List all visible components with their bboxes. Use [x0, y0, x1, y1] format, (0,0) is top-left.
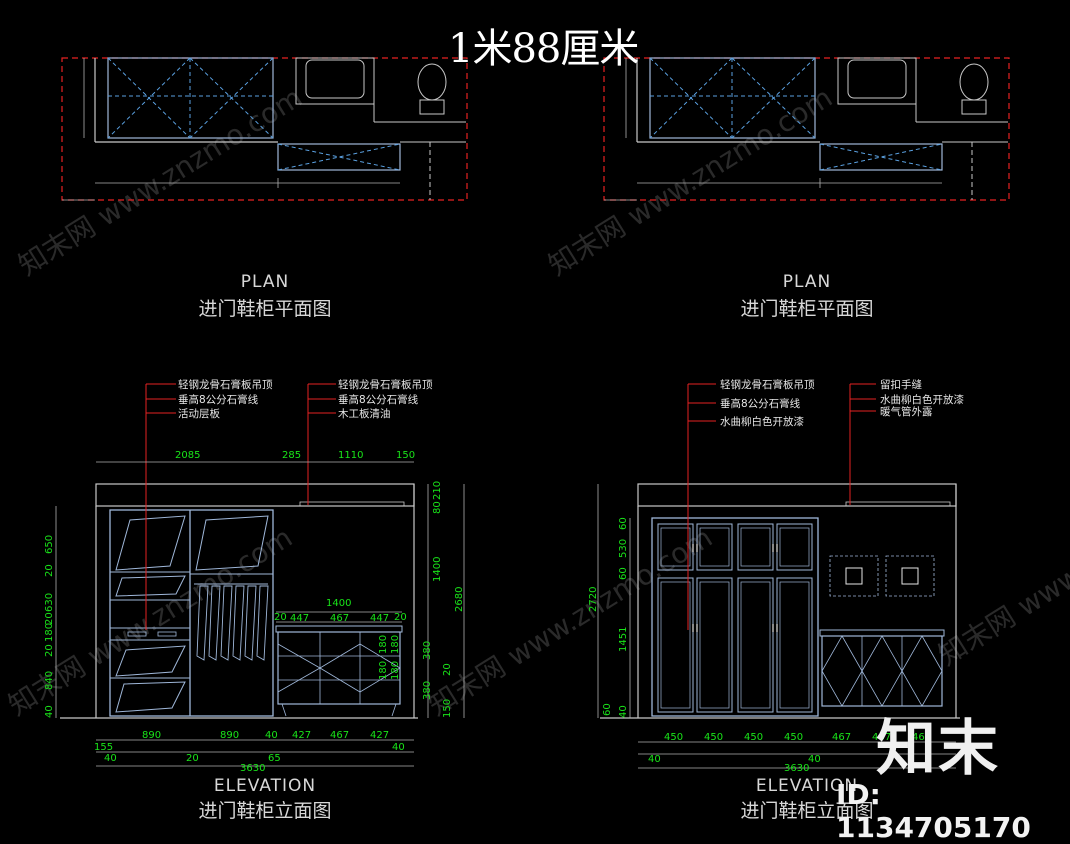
note-text: 水曲柳白色开放漆 [720, 416, 804, 428]
dim-text: 467 [872, 732, 891, 743]
note-text: 垂高8公分石膏线 [178, 394, 259, 406]
dim-text: 890 [142, 730, 161, 741]
plan-label-zh: 进门鞋柜平面图 [198, 298, 332, 320]
dim-text: 450 [664, 732, 683, 743]
note-text: 暖气管外露 [880, 406, 933, 418]
dim-text: 40 [618, 705, 629, 718]
dim-text: 285 [282, 450, 301, 461]
dim-text: 40 [44, 705, 55, 718]
note-text: 垂高8公分石膏线 [338, 394, 419, 406]
note-text: 轻钢龙骨石膏板吊顶 [178, 379, 273, 391]
dim-text: 40 [104, 753, 117, 764]
elevation-label-zh: 进门鞋柜立面图 [198, 800, 332, 822]
dim-text: 20 [186, 753, 199, 764]
dim-text: 180 [378, 635, 389, 654]
dim-text: 3630 [784, 763, 809, 774]
dim-text: 180 [378, 661, 389, 680]
dim-text: 40 [392, 742, 405, 753]
dim-text: 1400 [326, 598, 351, 609]
dim-text: 60 [618, 567, 629, 580]
dim-text: 1400 [432, 557, 443, 582]
dim-text: 80 [432, 501, 443, 514]
dim-text: 840 [44, 671, 55, 690]
dim-text: 180 [44, 623, 55, 642]
plan-label-en: PLAN [240, 272, 290, 292]
dim-text: 467 [912, 732, 931, 743]
dim-text: 20 [394, 612, 407, 623]
dim-text: 150 [442, 699, 453, 718]
page-title: 1米88厘米 [448, 26, 639, 72]
note-text: 留扣手缝 [880, 379, 922, 391]
dim-text: 150 [396, 450, 415, 461]
dim-text: 890 [220, 730, 239, 741]
dim-text: 20 [44, 644, 55, 657]
dim-text: 447 [290, 613, 309, 624]
dim-text: 450 [784, 732, 803, 743]
dim-text: 20 [44, 564, 55, 577]
dim-text: 427 [370, 730, 389, 741]
dim-text: 40 [648, 754, 661, 765]
note-text: 垂高8公分石膏线 [720, 398, 801, 410]
plan-label-zh: 进门鞋柜平面图 [740, 298, 874, 320]
right-elev-dims: 60 530 60 1451 60 40 2720 450 450 450 45… [588, 517, 931, 774]
dim-text: 450 [744, 732, 763, 743]
dim-text: 20 [442, 663, 453, 676]
dim-text: 180 [390, 661, 401, 680]
note-text: 水曲柳白色开放漆 [880, 394, 964, 406]
dim-text: 60 [602, 703, 613, 716]
dim-text: 2720 [588, 587, 599, 612]
dim-text: 467 [330, 613, 349, 624]
elevation-label-en: ELEVATION [755, 776, 859, 796]
plan-label-en: PLAN [782, 272, 832, 292]
dim-text: 155 [94, 742, 113, 753]
note-text: 木工板清油 [338, 408, 391, 420]
brand-logo: 知末 [876, 714, 1000, 784]
dim-text: 210 [432, 481, 443, 500]
dim-text: 1110 [338, 450, 363, 461]
dim-text: 380 [422, 641, 433, 660]
note-text: 轻钢龙骨石膏板吊顶 [338, 379, 433, 391]
dim-text: 450 [704, 732, 723, 743]
dim-text: 60 [618, 517, 629, 530]
note-text: 活动层板 [178, 408, 220, 420]
dim-text: 2680 [454, 587, 465, 612]
dim-text: 40 [265, 730, 278, 741]
dim-text: 1451 [618, 627, 629, 652]
elevation-left [55, 383, 465, 767]
dim-text: 2085 [175, 450, 200, 461]
dim-text: 65 [268, 753, 281, 764]
dim-text: 467 [330, 730, 349, 741]
dim-text: 530 [618, 539, 629, 558]
dim-text: 630 [44, 593, 55, 612]
dim-text: 380 [422, 681, 433, 700]
dim-text: 20 [44, 612, 55, 625]
dim-text: 650 [44, 535, 55, 554]
dim-text: 427 [292, 730, 311, 741]
dim-text: 180 [390, 635, 401, 654]
left-elev-dims: 2085 285 1110 150 650 20 630 20 180 20 8… [44, 450, 465, 774]
elevation-label-zh: 进门鞋柜立面图 [740, 800, 874, 822]
plan-right [603, 57, 1010, 201]
dim-text: 3630 [240, 763, 265, 774]
dim-text: 447 [370, 613, 389, 624]
dim-text: 40 [808, 754, 821, 765]
dim-text: 20 [274, 612, 287, 623]
plan-left [61, 57, 468, 201]
image-id: ID: 1134705170 [836, 778, 1031, 844]
elevation-label-en: ELEVATION [213, 776, 317, 796]
dim-text: 467 [832, 732, 851, 743]
elevation-right [597, 383, 960, 769]
note-text: 轻钢龙骨石膏板吊顶 [720, 379, 815, 391]
